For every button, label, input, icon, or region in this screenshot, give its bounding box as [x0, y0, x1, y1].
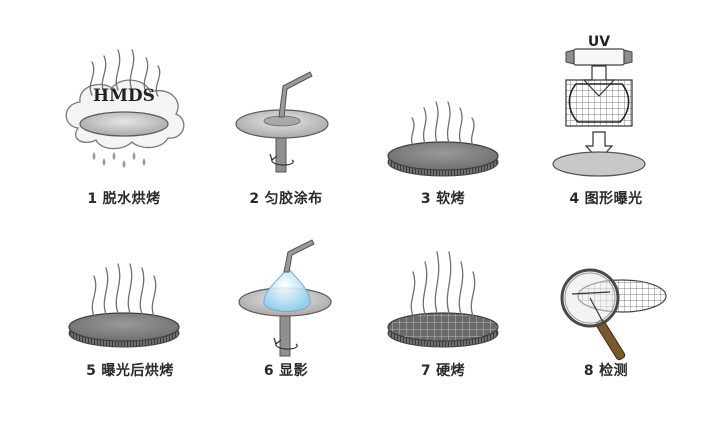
wafer [68, 312, 180, 342]
step4-exposure-illustration: UV [552, 34, 646, 177]
heat-wisps [410, 101, 475, 147]
step-label: 软烤 [436, 191, 466, 207]
wafer [387, 141, 499, 171]
mask-pattern [568, 83, 630, 123]
step7-hard-bake-illustration [387, 251, 499, 348]
photomask [565, 79, 633, 127]
heat-wisps [410, 251, 476, 317]
vapor-wisps [89, 49, 161, 97]
developer-spray [263, 267, 311, 312]
dispense-nozzle [278, 71, 313, 118]
step-number: 4 [569, 191, 580, 207]
step-number: 8 [583, 363, 595, 379]
step-label: 检测 [599, 363, 629, 379]
step-number: 2 [249, 191, 260, 207]
step-label: 硬烤 [436, 363, 466, 379]
step6-develop-illustration [238, 239, 332, 357]
step-number: 7 [420, 363, 432, 379]
step-number: 5 [86, 363, 97, 379]
wafer [552, 151, 646, 177]
step-label: 匀胶涂布 [264, 191, 323, 207]
droplets [92, 152, 146, 168]
wafer [79, 111, 169, 137]
heat-wisps [91, 263, 157, 317]
step3-soft-bake-illustration [387, 101, 499, 177]
step-label: 显影 [279, 363, 309, 379]
step-label: 曝光后烘烤 [101, 363, 174, 379]
step8-inspection-illustration [560, 268, 667, 361]
step-label: 脱水烘烤 [102, 191, 161, 207]
step1-dehydration-bake-illustration: HMDS [65, 49, 185, 168]
dispense-nozzle [283, 239, 315, 273]
step-number: 1 [87, 191, 98, 207]
hmds-label: HMDS [93, 86, 155, 106]
step-number: 6 [263, 363, 275, 379]
patterned-wafer [387, 312, 499, 342]
step2-spin-coat-illustration [235, 71, 329, 173]
uv-label: UV [588, 34, 610, 50]
step5-post-exposure-bake-illustration [68, 263, 180, 348]
step-number: 3 [420, 191, 432, 207]
step-label: 图形曝光 [584, 191, 643, 207]
